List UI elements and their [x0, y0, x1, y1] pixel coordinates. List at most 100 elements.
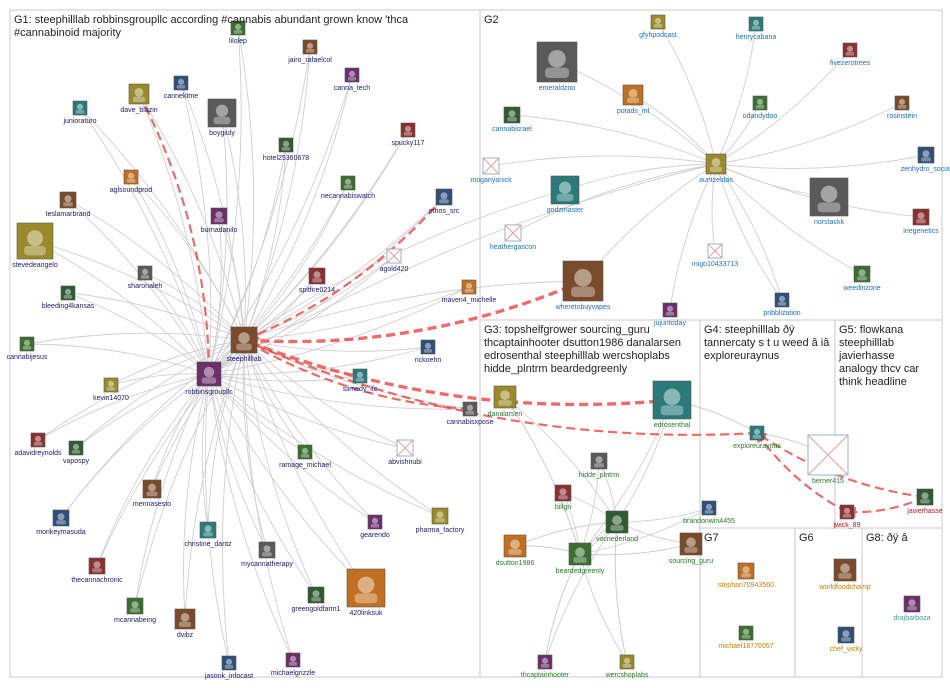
node-dave_blazin[interactable]: dave_blazin: [120, 83, 158, 114]
node-zenhydro_social[interactable]: zenhydro_social: [901, 146, 950, 173]
edge: [614, 521, 628, 663]
node-dsutton1986[interactable]: dsutton1986: [496, 534, 535, 567]
node-stevedeangelo[interactable]: stevedeangelo: [12, 222, 58, 269]
node-mennasesto[interactable]: mennasesto: [133, 479, 171, 508]
node-thecannachronic[interactable]: thecannachronic: [71, 557, 123, 584]
node-brandonwin4455[interactable]: brandonwin4455: [683, 500, 735, 525]
node-stephan70943560[interactable]: stephan70943560: [718, 562, 774, 589]
node-potads_ml[interactable]: potads_ml: [617, 84, 650, 115]
node-junioraturo[interactable]: junioraturo: [62, 100, 97, 125]
node-label: spitfire0214: [299, 287, 335, 294]
node-danalarsen[interactable]: danalarsen: [488, 385, 523, 418]
node-ethos_src[interactable]: ethos_src: [429, 188, 460, 215]
node-christine_dantz[interactable]: christine_dantz: [184, 521, 232, 548]
node-bleeding4kansas[interactable]: bleeding4kansas: [42, 285, 95, 310]
node-adavidreynolds[interactable]: adavidreynolds: [14, 432, 62, 457]
node-godzmaster[interactable]: godzmaster: [547, 175, 584, 214]
node-beardedgreenly[interactable]: beardedgreenly: [556, 542, 605, 575]
avatar-head: [663, 388, 681, 406]
node-rickoehn[interactable]: rickoehn: [415, 339, 442, 364]
node-jujuntoday[interactable]: jujuntoday: [653, 302, 686, 327]
node-spucky117[interactable]: spucky117: [392, 122, 425, 147]
node-wercshoplabs[interactable]: wercshoplabs: [605, 654, 649, 679]
node-cannabijesus[interactable]: cannabijesus: [7, 336, 48, 361]
node-cannabisrael[interactable]: cannabisrael: [492, 106, 532, 133]
node-gearendo[interactable]: gearendo: [360, 514, 390, 539]
node-rosinstein[interactable]: rosinstein: [887, 95, 917, 120]
node-vapospy[interactable]: vapospy: [63, 440, 90, 465]
node-auntzeldas[interactable]: auntzeldas: [699, 153, 733, 184]
node-javierhasse[interactable]: javierhasse: [906, 488, 943, 515]
node-exploreuraynus[interactable]: exploreuraynus: [733, 425, 781, 450]
node-hidde_plntrm[interactable]: hidde_plntrm: [579, 452, 620, 479]
node-emeraldzoo[interactable]: emeraldzoo: [536, 41, 578, 92]
node-thcaptainhooter[interactable]: thcaptainhooter: [521, 654, 570, 679]
node-dvibz[interactable]: dvibz: [174, 608, 196, 639]
avatar-head: [843, 507, 851, 514]
node-chef_vicky[interactable]: chef_vicky: [830, 626, 863, 653]
node-michael18776057[interactable]: michael18776057: [718, 625, 774, 650]
node-vocnederland[interactable]: vocnederland: [596, 510, 638, 543]
node-fivezerotrees[interactable]: fivezerotrees: [830, 42, 871, 67]
avatar-icon: [652, 380, 692, 420]
node-odandydoo[interactable]: odandydoo: [743, 95, 778, 120]
node-spitfire0214[interactable]: spitfire0214: [299, 267, 335, 294]
node-ramage_michael[interactable]: ramage_michael: [279, 444, 331, 469]
node-cannektme[interactable]: cannektme: [164, 75, 198, 100]
node-drajbarboza[interactable]: drajbarboza: [894, 595, 931, 622]
node-hotel25360678[interactable]: hotel25360678: [263, 137, 309, 162]
node-henrycabana[interactable]: henrycabana: [736, 16, 777, 41]
node-cannabisxpose[interactable]: cannabisxpose: [447, 401, 494, 426]
node-420linksuk[interactable]: 420linksuk: [346, 568, 386, 617]
node-steephilllab[interactable]: steephilllab: [226, 326, 262, 363]
avatar-icon: [554, 484, 572, 502]
edge: [208, 373, 471, 410]
avatar-icon: [285, 652, 301, 668]
node-edrosenthal[interactable]: edrosenthal: [652, 380, 692, 429]
node-teslamarbrand[interactable]: teslamarbrand: [46, 191, 91, 218]
node-pribblization[interactable]: pribblization: [763, 292, 801, 317]
node-burnadanilo[interactable]: burnadanilo: [201, 207, 238, 234]
node-migo10433713[interactable]: migo10433713: [692, 243, 738, 268]
node-wheretobuyvapes[interactable]: wheretobuyvapes: [555, 260, 611, 311]
node-aglsoundprod[interactable]: aglsoundprod: [110, 169, 153, 194]
node-jairo_rafaelcol[interactable]: jairo_rafaelcol: [287, 39, 332, 64]
node-greengoldfarm1[interactable]: greengoldfarm1: [291, 586, 341, 613]
node-billgri[interactable]: billgri: [554, 484, 572, 511]
node-pharma_factory[interactable]: pharma_factory: [416, 507, 465, 534]
node-berner415[interactable]: berner415: [807, 434, 849, 485]
node-kevin14070[interactable]: kevin14070: [93, 377, 129, 402]
node-label: agold420: [380, 266, 409, 273]
node-iriegenetics[interactable]: iriegenetics: [903, 208, 939, 235]
avatar-body: [741, 573, 751, 578]
node-label: wercshoplabs: [605, 672, 649, 679]
node-canna_tech[interactable]: canna_tech: [334, 67, 370, 92]
node-slimedy_lfc[interactable]: slimedy_lfc: [343, 368, 378, 393]
node-sharonaleh[interactable]: sharonaleh: [128, 265, 163, 290]
node-weedinzone[interactable]: weedinzone: [842, 265, 881, 292]
node-moganyanick[interactable]: moganyanick: [470, 157, 512, 184]
node-mycannatherapy[interactable]: mycannatherapy: [241, 541, 293, 568]
edge: [201, 373, 210, 531]
node-agold420[interactable]: agold420: [380, 248, 409, 273]
node-maven4_michelle[interactable]: maven4_michelle: [442, 279, 497, 304]
edge: [37, 339, 245, 441]
node-gfyhpodcast[interactable]: gfyhpodcast: [639, 14, 677, 39]
node-jasonk_infocast[interactable]: jasonk_infocast: [204, 655, 253, 680]
node-necannabiswatch[interactable]: necannabiswatch: [321, 175, 375, 200]
group-title-line: G4: steephilllab ðÿ: [704, 324, 795, 336]
node-sourcing_guru[interactable]: sourcing_guru: [669, 532, 713, 565]
node-norstackk[interactable]: norstackk: [809, 177, 849, 226]
node-heathergascon[interactable]: heathergascon: [490, 224, 536, 251]
node-jwick_89[interactable]: jwick_89: [833, 504, 861, 529]
edge: [204, 373, 230, 664]
node-abvishnubi[interactable]: abvishnubi: [388, 439, 422, 466]
node-boygiuly[interactable]: boygiuly: [207, 98, 237, 137]
node-worldfoodchamp[interactable]: worldfoodchamp: [818, 558, 871, 591]
node-mcannabeing[interactable]: mcannabeing: [114, 597, 156, 624]
avatar-body: [179, 621, 191, 627]
node-robbinsgroupllc[interactable]: robbinsgroupllc: [185, 361, 233, 396]
node-michaelgrizzle[interactable]: michaelgrizzle: [271, 652, 315, 677]
node-lilolep[interactable]: lilolep: [229, 20, 247, 45]
node-monkeymasuda[interactable]: monkeymasuda: [36, 509, 86, 536]
